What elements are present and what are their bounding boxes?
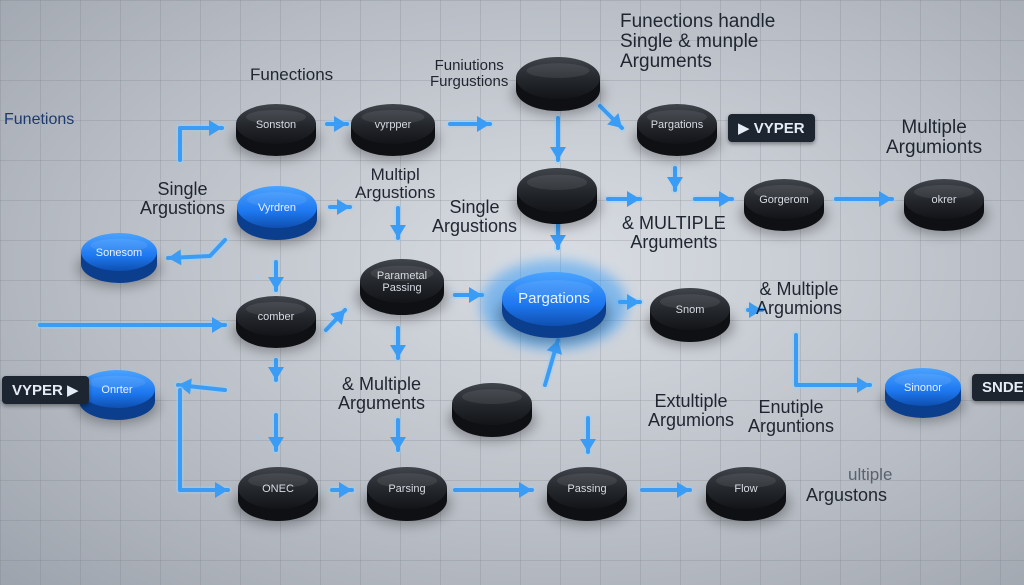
- node-vyper-row[interactable]: vyrpper: [347, 104, 439, 160]
- connector-arrow-7: [604, 191, 644, 207]
- label-functions-left: Funetions: [4, 111, 75, 128]
- label-multiple-faint: ultiple: [848, 465, 893, 484]
- node-okrer[interactable]: okrer: [900, 179, 988, 235]
- connector-arrow-5: [596, 102, 626, 132]
- connector-arrow-1: [176, 120, 226, 164]
- label-multipl: Multipl Argustions: [355, 165, 436, 202]
- node-label: Gorgerom: [759, 194, 809, 206]
- node-label: comber: [258, 311, 295, 323]
- label-multiple-right: Multiple Argumionts: [886, 117, 983, 158]
- connector-arrow-20: [390, 324, 406, 362]
- node-label: Sonesom: [96, 247, 142, 259]
- connector-arrow-29: [451, 482, 536, 498]
- node-label: Sinonor: [904, 382, 942, 394]
- label-extultip: Extultiple Argumions: [648, 391, 735, 430]
- connector-layer: [36, 102, 896, 498]
- connector-arrow-28: [328, 482, 356, 498]
- connector-arrow-25: [176, 386, 232, 498]
- connector-arrow-15: [451, 287, 486, 303]
- label-multiple-lower: & Multiple Arguments: [338, 374, 426, 413]
- node-pargations-top[interactable]: Pargations: [633, 104, 721, 160]
- node-gorgerom[interactable]: Gorgerom: [740, 179, 828, 235]
- label-funiutions: Funiutions Furgustions: [430, 57, 509, 90]
- tag-vyper-left[interactable]: VYPER ▶: [2, 376, 89, 404]
- label-functions-top: Funections: [250, 65, 334, 84]
- node-functions-row[interactable]: Sonston: [232, 104, 320, 160]
- node-pargations[interactable]: Pargations: [480, 260, 628, 350]
- node-comber[interactable]: comber: [232, 296, 320, 352]
- connector-arrow-6: [667, 164, 683, 194]
- node-label: Vyrdren: [258, 202, 296, 214]
- connector-arrow-24: [174, 378, 229, 395]
- node-snom[interactable]: Snom: [646, 288, 734, 346]
- connector-arrow-19: [36, 317, 229, 333]
- node-parsing[interactable]: Parsing: [363, 467, 451, 525]
- connector-arrow-12: [390, 204, 406, 242]
- label-multiple-mid: & MULTIPLE Arguments: [622, 213, 726, 252]
- label-functions-handle: Funections handle Single & munple Argume…: [620, 11, 776, 72]
- connector-arrow-2: [323, 116, 351, 132]
- connector-arrow-31: [638, 482, 694, 498]
- node-flow[interactable]: Flow: [702, 467, 790, 525]
- node-label: vyrpper: [375, 119, 412, 131]
- connector-arrow-4: [550, 114, 566, 164]
- connector-arrow-18: [744, 302, 766, 318]
- node-label: Sonston: [256, 119, 296, 131]
- connector-arrow-10: [164, 236, 229, 266]
- label-argustons: Argustons: [806, 485, 888, 505]
- node-passing[interactable]: Passing: [543, 467, 631, 525]
- node-label: Parsing: [388, 483, 425, 495]
- label-enutiple: Enutiple Arguntions: [748, 397, 835, 436]
- tag-snde[interactable]: SNDE: [972, 374, 1024, 401]
- connector-arrow-9: [832, 191, 896, 207]
- connector-arrow-22: [792, 331, 874, 393]
- label-multiple-snom: & Multiple Argumions: [756, 279, 843, 318]
- node-label: Pargations: [518, 290, 590, 307]
- connector-arrow-8: [691, 191, 736, 207]
- node-center-dark[interactable]: [513, 168, 601, 228]
- node-mid-bottom[interactable]: [448, 383, 536, 441]
- node-label: ONEC: [262, 483, 294, 495]
- connector-arrow-14: [322, 306, 349, 334]
- connector-arrow-21: [268, 356, 284, 384]
- node-label: okrer: [931, 194, 956, 206]
- node-label: Snom: [676, 304, 705, 316]
- node-onec[interactable]: ONEC: [234, 467, 322, 525]
- node-onrter[interactable]: Onrter: [75, 370, 159, 424]
- node-label: Passing: [567, 483, 606, 495]
- tag-vyper-top[interactable]: ▶ VYPER: [728, 114, 815, 142]
- node-label: Pargations: [651, 119, 704, 131]
- node-sonesom[interactable]: Sonesom: [77, 233, 161, 287]
- connector-arrow-11: [326, 199, 354, 215]
- node-label: Flow: [734, 483, 757, 495]
- node-sinonor[interactable]: Sinonor: [881, 368, 965, 422]
- node-label: Onrter: [101, 384, 133, 396]
- label-single-left: Single Argustions: [140, 179, 226, 218]
- connector-arrow-27: [390, 416, 406, 454]
- node-top-center[interactable]: [512, 57, 604, 115]
- connector-arrow-30: [580, 414, 596, 456]
- connector-arrow-13: [268, 258, 284, 294]
- connector-arrow-3: [446, 116, 494, 132]
- label-single-mid: Single Argustions: [432, 197, 518, 236]
- node-vyrdren[interactable]: Vyrdren: [233, 186, 321, 244]
- connector-arrow-26: [268, 411, 284, 454]
